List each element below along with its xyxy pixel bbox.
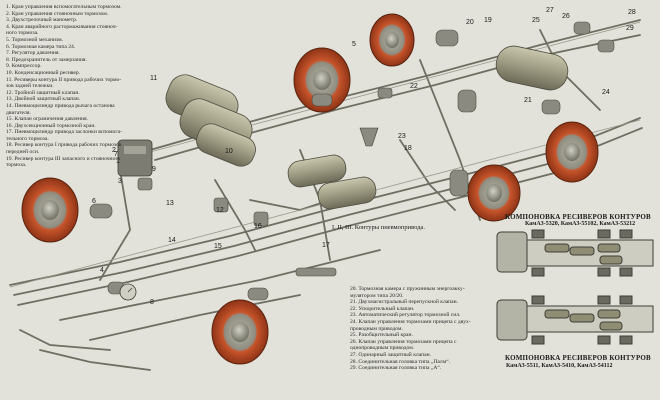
legend-line: 7. Регулятор давления. — [6, 50, 60, 57]
legend-line: 4. Кран аварийного растормаживания стоян… — [6, 23, 118, 30]
valve-23 — [359, 127, 379, 147]
layout-models-2: КамАЗ-5511, КамАЗ-5410, КамАЗ-54112 — [506, 363, 613, 369]
callout-9: 9 — [152, 166, 156, 173]
callout-12: 12 — [216, 207, 224, 214]
receiver-layout-inset-2 — [496, 295, 654, 345]
callout-19: 19 — [484, 17, 492, 24]
brake-drum-rear-left — [211, 299, 269, 365]
legend-line: 13. Двойной защитный клапан. — [6, 96, 81, 103]
legend-line: 23. Автоматический регулятор тормозной с… — [350, 312, 461, 319]
legend-line: 21. Двухмагистральный перепускной клапан… — [350, 299, 459, 306]
callout-1: 1 — [116, 158, 120, 165]
brake-drum-top-right — [369, 13, 415, 67]
legend-line: 2. Кран управления стояночным тормозом. — [6, 10, 109, 17]
callout-14: 14 — [168, 237, 176, 244]
legend-line: проводным приводом. — [350, 325, 403, 332]
callout-7: 7 — [114, 151, 118, 158]
callout-27: 27 — [546, 7, 554, 14]
pressure-gauge-3 — [119, 283, 137, 301]
brake-drum-front-left — [21, 177, 79, 243]
legend-line: 12. Тройной защитный клапан. — [6, 89, 80, 96]
legend-line: 19. Ресивер контура III запасного и стоя… — [6, 155, 121, 162]
callout-4: 4 — [100, 267, 104, 274]
legend-line: 11. Ресиверы контура II привода рабочих … — [6, 76, 122, 83]
callout-numbers: 1234567891011121314151617181920212223242… — [92, 7, 636, 306]
legend-line: 24. Клапан управления тормозами прицепа … — [350, 318, 471, 325]
legend-line: 8. Предохранитель от замерзания. — [6, 56, 87, 63]
legend-line: 16. Двухсекционный тормозной кран. — [6, 122, 96, 129]
callout-13: 13 — [166, 200, 174, 207]
legend-line: 27. Одинарный защитный клапан. — [350, 351, 431, 358]
legend-line: 1. Кран управления вспомогательным тормо… — [6, 4, 122, 10]
callout-5: 5 — [352, 41, 356, 48]
receiver-tank-18 — [287, 154, 377, 210]
legend-line: тормоза. — [6, 162, 27, 169]
brake-chambers — [89, 21, 615, 301]
layout-title-1: КОМПОНОВКА РЕСИВЕРОВ КОНТУРОВ — [505, 213, 651, 221]
callout-8: 8 — [150, 299, 154, 306]
legend-line: 15. Клапан ограничения давления. — [6, 116, 88, 123]
legend-line: ного тормоза. — [6, 30, 39, 37]
legend-line: 3. Двухстрелочный манометр. — [6, 17, 78, 24]
layout-models-1: КамАЗ-5320, КамАЗ-55102, КамАЗ-53212 — [525, 221, 636, 227]
callout-25: 25 — [532, 17, 540, 24]
callout-18: 18 — [404, 145, 412, 152]
callout-21: 21 — [524, 97, 532, 104]
legend-line: 20. Тормозная камера с пружинным энергоа… — [350, 286, 465, 292]
brake-drum-front-right — [293, 47, 351, 113]
callout-24: 24 — [602, 89, 610, 96]
legend-line: 10. Конденсационный ресивер. — [6, 69, 81, 76]
legend-line: 28. Соединительная головка типа „Палм“. — [350, 358, 451, 365]
callout-2: 2 — [112, 147, 116, 154]
callout-11: 11 — [150, 75, 157, 82]
legend-right: 20. Тормозная камера с пружинным энергоа… — [350, 286, 525, 372]
callout-26: 26 — [562, 13, 570, 20]
legend-line: 9. Компрессор. — [6, 63, 42, 70]
brake-drum-middle-right — [467, 164, 521, 222]
callout-10: 10 — [225, 148, 233, 155]
brake-drum-rear-right — [545, 121, 599, 183]
callout-22: 22 — [410, 83, 418, 90]
layout-title-2: КОМПОНОВКА РЕСИВЕРОВ КОНТУРОВ — [505, 354, 651, 362]
callout-20: 20 — [466, 19, 474, 26]
contours-caption: I, II, III. Контуры пневмопривода. — [332, 224, 425, 231]
callout-15: 15 — [214, 243, 222, 250]
compressor-9 — [117, 139, 153, 177]
legend-line: 25. Разобщительный кран. — [350, 332, 413, 339]
callout-17: 17 — [322, 242, 330, 249]
legend-left: 1. Кран управления вспомогательным тормо… — [6, 4, 181, 169]
legend-line: 26. Клапан управления тормозами прицепа … — [350, 338, 457, 345]
callout-28: 28 — [628, 9, 636, 16]
callout-16: 16 — [254, 223, 262, 230]
receiver-tank-19 — [495, 45, 569, 91]
legend-line: двигателя. — [6, 109, 31, 116]
legend-line: 18. Ресивер контура I привода рабочих то… — [6, 142, 122, 149]
legend-line: тельного тормоза. — [6, 135, 49, 142]
legend-line: мулятором типа 20/20. — [350, 292, 404, 299]
legend-line: однопроводным приводом. — [350, 345, 415, 352]
receiver-layout-inset-1 — [496, 229, 654, 277]
legend-line: зов задней тележки. — [6, 83, 54, 90]
callout-6: 6 — [92, 198, 96, 205]
legend-line: передней оси. — [6, 149, 40, 156]
callout-23: 23 — [398, 133, 406, 140]
legend-line: 22. Ускорительный клапан. — [350, 305, 415, 312]
callout-29: 29 — [626, 25, 634, 32]
legend-line: 29. Соединительная головка типа „А“. — [350, 365, 442, 372]
callout-3: 3 — [118, 178, 122, 185]
legend-line: 14. Пневмоцилиндр привода рычага останов… — [6, 102, 115, 109]
legend-line: 6. Тормозная камера типа 24. — [6, 43, 76, 50]
receiver-tank-11 — [165, 74, 256, 167]
legend-line: 17. Пневмоцилиндр привода заслонки вспом… — [6, 129, 122, 136]
legend-line: 5. Тормозной механизм. — [6, 36, 64, 43]
